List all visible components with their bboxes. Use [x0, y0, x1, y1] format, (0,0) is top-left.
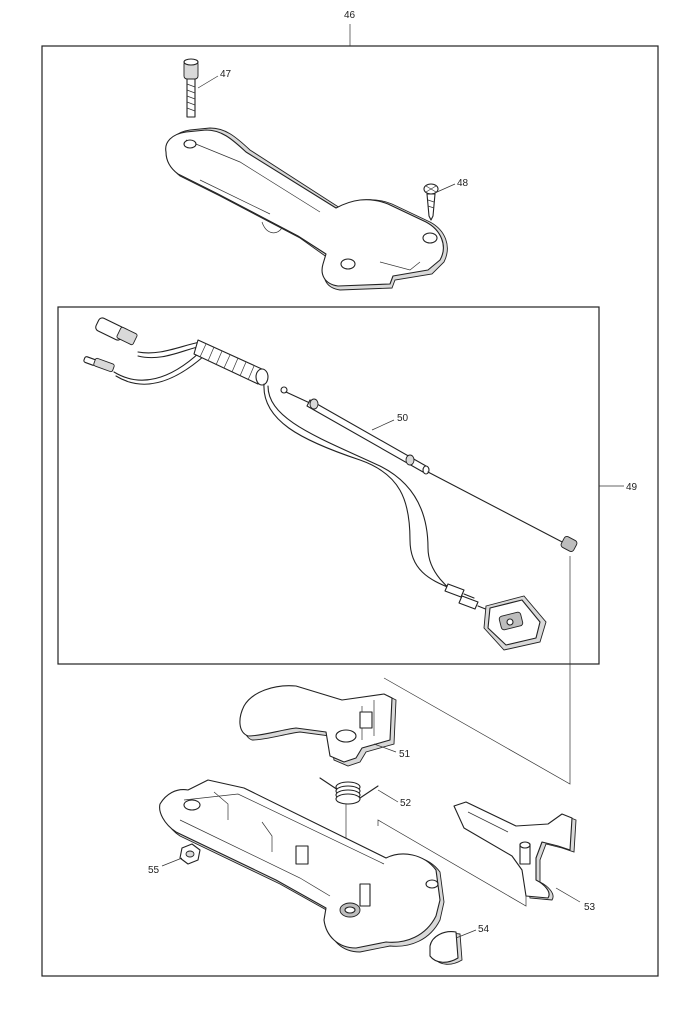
- lever-assembly-line: [377, 819, 527, 907]
- connector-plug-lower: [83, 356, 115, 373]
- leader-53: [555, 887, 581, 903]
- ignition-switch: [483, 595, 547, 651]
- callout-54: 54: [478, 924, 490, 935]
- part-49-wiring-harness: [83, 317, 547, 651]
- handle-cover: [165, 127, 448, 291]
- callout-48: 48: [457, 178, 469, 189]
- leader-55: [161, 857, 183, 867]
- harness-frame: [57, 306, 600, 665]
- leader-48: [436, 183, 456, 193]
- part-55-nut: [179, 843, 201, 865]
- leader-50: [371, 419, 395, 431]
- wire-terminals: [444, 583, 489, 611]
- part-53-lock-lever: [453, 801, 577, 901]
- connector-plug-upper: [95, 317, 138, 346]
- leader-51: [373, 743, 397, 753]
- leader-54: [455, 929, 477, 939]
- part-50-throttle-cable: [280, 386, 578, 552]
- handle-housing-base: [159, 779, 445, 953]
- callout-46: 46: [344, 10, 356, 21]
- part-54-cap: [429, 931, 463, 965]
- leader-47: [197, 75, 219, 89]
- callout-53: 53: [584, 902, 596, 913]
- part-52-spring: [319, 777, 379, 805]
- callout-47: 47: [220, 69, 232, 80]
- wire-conduit: [193, 339, 269, 386]
- leader-52: [377, 789, 399, 803]
- callout-50: 50: [397, 413, 409, 424]
- cable-routing-line: [383, 556, 571, 785]
- callout-52: 52: [400, 798, 412, 809]
- part-51-throttle-trigger: [239, 685, 397, 767]
- part-47-cap-screw: [183, 58, 199, 118]
- callout-49: 49: [626, 482, 638, 493]
- callout-55: 55: [148, 865, 160, 876]
- part-48-screw: [423, 183, 439, 221]
- callout-51: 51: [399, 749, 411, 760]
